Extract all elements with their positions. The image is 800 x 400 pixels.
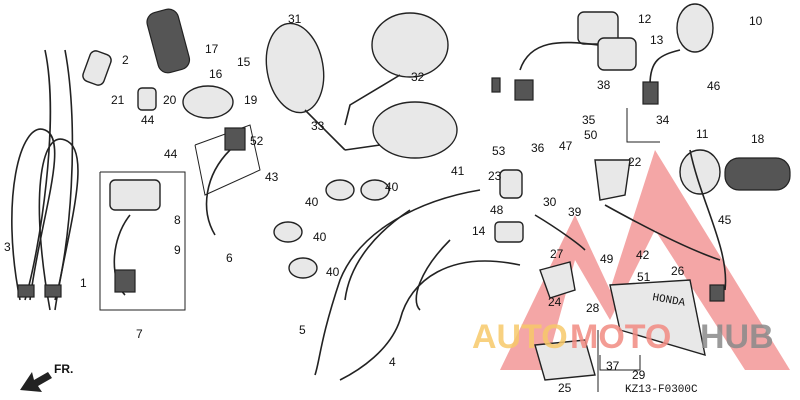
- callout-46: 46: [707, 79, 721, 93]
- callout-53: 53: [492, 144, 506, 158]
- callout-30: 30: [543, 195, 557, 209]
- callout-24: 24: [548, 295, 562, 309]
- clamp: [137, 87, 157, 111]
- right-switch-housing: [642, 3, 714, 105]
- callout-19: 19: [244, 93, 258, 107]
- watermark-hub: HUB: [700, 318, 774, 356]
- watermark-auto: AUTO: [472, 318, 568, 356]
- watermark-moto: MOTO: [570, 318, 671, 356]
- watermark-logo: [500, 150, 790, 370]
- brand-text: HONDA: [651, 292, 686, 310]
- callout-52: 52: [250, 134, 264, 148]
- lever-cover: [534, 339, 596, 381]
- callout-41: 41: [451, 164, 465, 178]
- callout-40: 40: [326, 265, 340, 279]
- callout-32: 32: [411, 70, 425, 84]
- callout-51: 51: [637, 270, 651, 284]
- grip-housing: [679, 149, 721, 195]
- callout-17: 17: [205, 42, 219, 56]
- front-label: FR.: [54, 362, 73, 376]
- callout-26: 26: [671, 264, 685, 278]
- brake-lever-bracket: [594, 159, 631, 201]
- callout-45: 45: [718, 213, 732, 227]
- callout-50: 50: [584, 128, 598, 142]
- callout-3: 3: [4, 240, 11, 254]
- mirror-right: [344, 12, 458, 159]
- callout-35: 35: [582, 113, 596, 127]
- front-direction-arrow: [20, 372, 52, 392]
- callout-27: 27: [550, 247, 564, 261]
- callout-4: 4: [389, 355, 396, 369]
- callout-40: 40: [385, 180, 399, 194]
- throttle-cables: [11, 49, 79, 311]
- callout-44: 44: [164, 147, 178, 161]
- right-grip: [724, 157, 791, 191]
- watermark-text: AUTO MOTO HUB: [472, 318, 774, 356]
- throttle-grip: [146, 8, 191, 74]
- callout-6: 6: [226, 251, 233, 265]
- callout-34: 34: [656, 113, 670, 127]
- callout-9: 9: [174, 243, 181, 257]
- callout-38: 38: [597, 78, 611, 92]
- callout-36: 36: [531, 141, 545, 155]
- callout-40: 40: [313, 230, 327, 244]
- callout-29: 29: [632, 368, 646, 382]
- callout-2: 2: [122, 53, 129, 67]
- callout-39: 39: [568, 205, 582, 219]
- callout-33: 33: [311, 119, 325, 133]
- brake-lever: [604, 204, 721, 261]
- callout-47: 47: [559, 139, 573, 153]
- mirror-left: [265, 22, 346, 151]
- callout-11: 11: [696, 127, 709, 141]
- left-switch-housing: [491, 11, 637, 101]
- callout-1: 1: [80, 276, 87, 290]
- callout-43: 43: [265, 170, 279, 184]
- callout-16: 16: [209, 67, 223, 81]
- callout-31: 31: [288, 12, 302, 26]
- callout-13: 13: [650, 33, 664, 47]
- callout-22: 22: [628, 155, 642, 169]
- callout-5: 5: [299, 323, 306, 337]
- callout-10: 10: [749, 14, 763, 28]
- callout-28: 28: [586, 301, 600, 315]
- callout-14: 14: [472, 224, 486, 238]
- callout-42: 42: [636, 248, 650, 262]
- clutch-lever: [534, 214, 586, 251]
- throttle-housing: [182, 85, 234, 119]
- drawing-code: KZ13-F0300C: [625, 384, 698, 396]
- callout-18: 18: [751, 132, 765, 146]
- honda-cover: [609, 279, 706, 356]
- callout-44: 44: [141, 113, 155, 127]
- callout-20: 20: [163, 93, 177, 107]
- callout-48: 48: [490, 203, 504, 217]
- callout-12: 12: [638, 12, 652, 26]
- callout-7: 7: [136, 327, 143, 341]
- callout-21: 21: [111, 93, 125, 107]
- callout-37: 37: [606, 359, 620, 373]
- callout-49: 49: [600, 252, 614, 266]
- callout-23: 23: [488, 169, 502, 183]
- callout-40: 40: [305, 195, 319, 209]
- callout-15: 15: [237, 55, 251, 69]
- callout-25: 25: [558, 381, 572, 395]
- callout-8: 8: [174, 213, 181, 227]
- grip-cap: [82, 50, 112, 86]
